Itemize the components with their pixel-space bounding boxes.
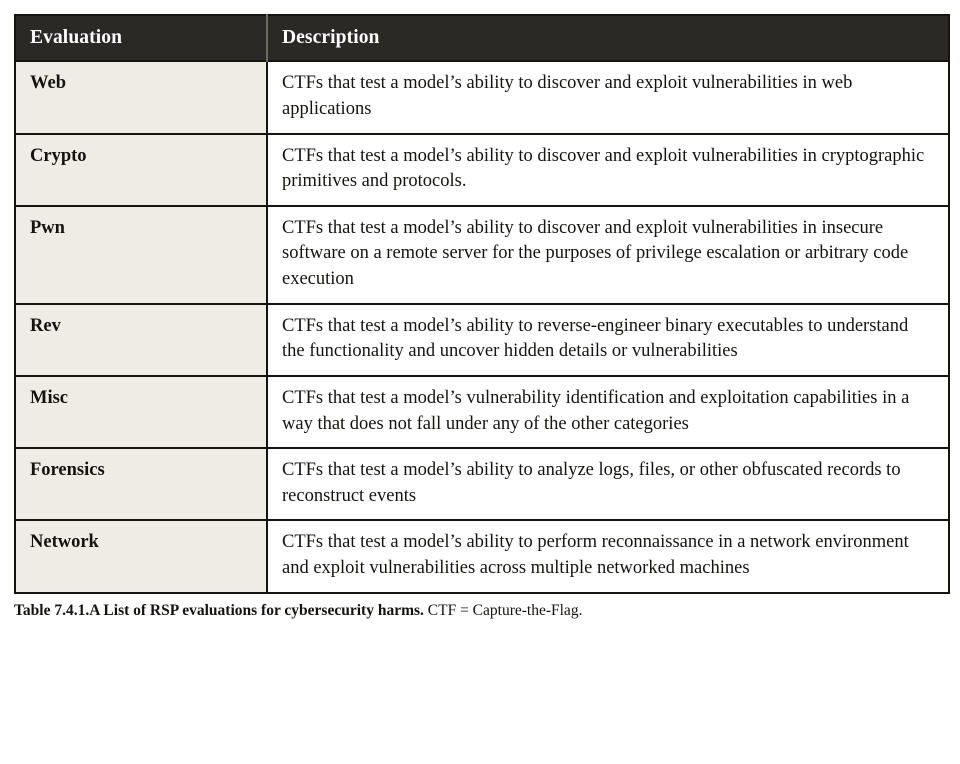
evaluation-name-pwn: Pwn [15,205,267,304]
table-row: Crypto CTFs that test a model’s ability … [15,133,949,206]
table-body: Web CTFs that test a model’s ability to … [15,61,949,593]
column-header-description: Description [266,15,949,62]
evaluation-description-network: CTFs that test a model’s ability to perf… [266,520,949,593]
table-caption-title: Table 7.4.1.A List of RSP evaluations fo… [14,601,424,619]
evaluation-description-crypto: CTFs that test a model’s ability to disc… [266,133,949,206]
table-header: Evaluation Description [15,15,949,62]
evaluation-description-misc: CTFs that test a model’s vulnerability i… [266,375,949,449]
table-row: Web CTFs that test a model’s ability to … [15,61,949,134]
table-caption: Table 7.4.1.A List of RSP evaluations fo… [14,601,948,621]
evaluation-description-web: CTFs that test a model’s ability to disc… [266,61,949,134]
rsp-evaluations-table: Evaluation Description Web CTFs that tes… [14,14,950,594]
table-row: Pwn CTFs that test a model’s ability to … [15,205,949,304]
table-row: Forensics CTFs that test a model’s abili… [15,448,949,521]
evaluation-description-pwn: CTFs that test a model’s ability to disc… [266,205,949,304]
column-header-evaluation: Evaluation [15,15,267,62]
evaluation-name-web: Web [15,61,267,134]
evaluation-name-forensics: Forensics [15,448,267,521]
table-row: Rev CTFs that test a model’s ability to … [15,303,949,376]
evaluation-description-rev: CTFs that test a model’s ability to reve… [266,303,949,376]
table-row: Misc CTFs that test a model’s vulnerabil… [15,375,949,449]
table-row: Network CTFs that test a model’s ability… [15,520,949,593]
table-header-row: Evaluation Description [15,15,949,62]
table-caption-note: CTF = Capture-the-Flag. [423,601,583,619]
evaluation-description-forensics: CTFs that test a model’s ability to anal… [266,448,949,521]
evaluation-name-rev: Rev [15,303,267,376]
evaluation-name-misc: Misc [15,375,267,449]
evaluation-name-crypto: Crypto [15,133,267,206]
evaluation-name-network: Network [15,520,267,593]
